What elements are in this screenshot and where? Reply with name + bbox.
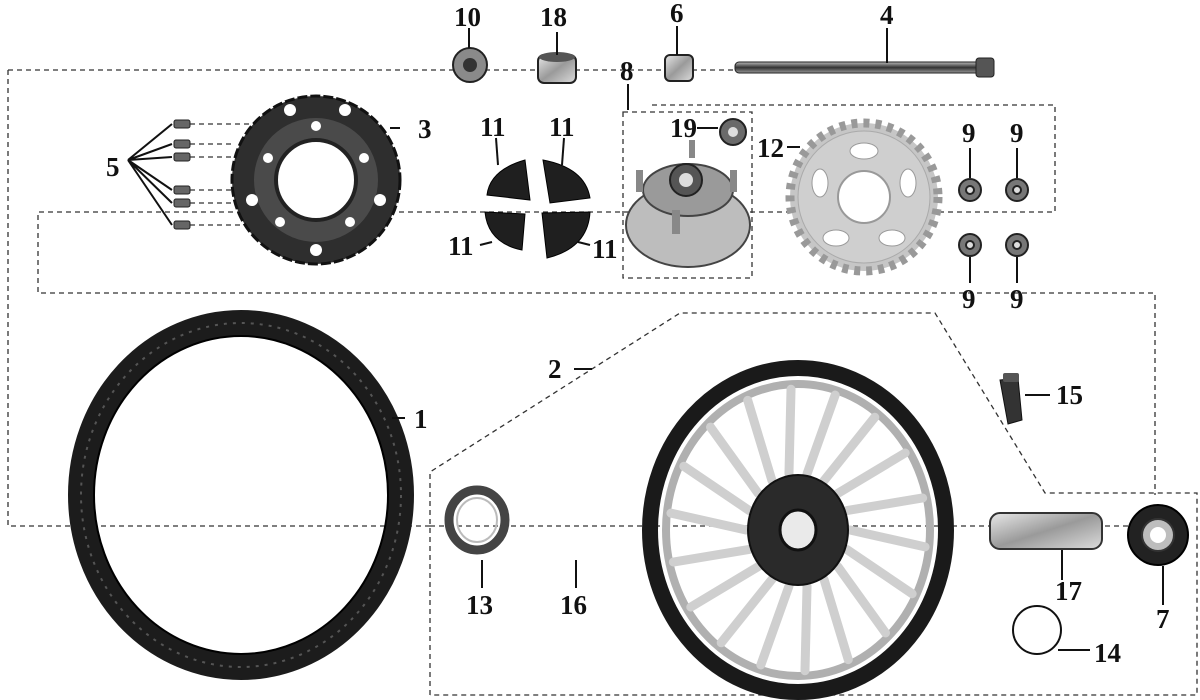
bearing-part: [1127, 504, 1189, 566]
wheel-spoke: [833, 448, 910, 498]
brake-disc-part: [230, 94, 402, 266]
callout-11-top-left: 11: [480, 112, 506, 142]
callout-10: 10: [454, 2, 481, 32]
callout-9-bottom-right: 9: [1010, 284, 1024, 314]
wheel-spoke: [686, 562, 763, 612]
callout-4: 4: [880, 0, 894, 30]
callout-18: 18: [540, 2, 567, 32]
collar-part-6: [664, 54, 694, 82]
tire-part: [68, 310, 414, 680]
collar-part-18: [537, 52, 577, 84]
wheel-spoke: [802, 390, 840, 479]
callout-8: 8: [620, 56, 634, 86]
nuts-part-9: [958, 178, 1029, 257]
wheel-rim-part: [642, 360, 954, 700]
callout-14: 14: [1094, 638, 1121, 668]
callout-9-top-right: 9: [1010, 118, 1024, 148]
callout-5: 5: [106, 152, 120, 182]
wheel-spoke: [819, 574, 853, 665]
wheel-spoke: [842, 544, 917, 599]
callout-16: 16: [560, 590, 587, 620]
sprocket-part: [785, 118, 943, 276]
callout-2: 2: [548, 354, 562, 384]
callout-7: 7: [1156, 604, 1170, 634]
callout-6: 6: [670, 0, 684, 28]
callout-labels: 10 18 6 4 8 3 5 11 11 11 11 19 12 9 9 9 …: [106, 0, 1170, 668]
callout-11-bottom-left: 11: [448, 231, 474, 261]
wheel-spoke: [756, 581, 794, 670]
callout-1: 1: [414, 404, 428, 434]
wheel-spoke: [679, 461, 754, 516]
spacer-part: [989, 512, 1103, 550]
callout-3: 3: [418, 114, 432, 144]
o-ring-part: [1012, 605, 1062, 655]
wheel-spoke: [842, 493, 928, 516]
callout-12: 12: [757, 133, 784, 163]
rubber-dampers-part: [484, 159, 591, 259]
callout-9-top-left: 9: [962, 118, 976, 148]
wheel-spoke: [784, 384, 796, 479]
callout-17: 17: [1055, 576, 1082, 606]
wheel-spoke: [666, 508, 751, 535]
wheel-spoke: [833, 562, 890, 638]
valve-part: [999, 373, 1023, 425]
callout-15: 15: [1056, 380, 1083, 410]
leader-lines: [127, 26, 1164, 651]
callout-9-bottom-left: 9: [962, 284, 976, 314]
wheel-spoke: [706, 422, 763, 498]
callout-19: 19: [670, 113, 697, 143]
oil-seal-part: [444, 485, 510, 555]
callout-11-bottom-right: 11: [592, 234, 618, 264]
disc-bolts-part: [173, 119, 191, 230]
hub-part: [625, 140, 751, 268]
wheel-spoke: [716, 574, 777, 648]
nut-part-10: [452, 47, 488, 83]
callout-13: 13: [466, 590, 493, 620]
wheel-spoke: [668, 544, 754, 567]
axle-part: [734, 57, 995, 78]
nut-part-19: [719, 118, 747, 146]
wheel-spoke: [800, 581, 812, 676]
wheel-spoke: [845, 525, 930, 552]
callout-11-top-right: 11: [549, 112, 575, 142]
wheel-spoke: [743, 395, 777, 486]
wheel-spoke: [819, 412, 880, 486]
